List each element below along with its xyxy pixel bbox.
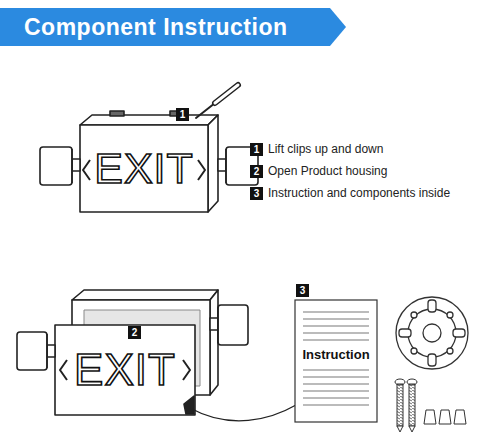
title-text: Component Instruction <box>24 9 287 45</box>
mounting-plate <box>396 297 468 369</box>
exit-sign-open <box>190 405 296 421</box>
mounting-plate <box>411 348 417 354</box>
instruction-booklet <box>303 325 369 327</box>
mounting-plate <box>447 348 453 354</box>
wire-nuts <box>454 410 466 424</box>
instruction-booklet <box>303 390 369 392</box>
instruction-booklet <box>303 318 369 320</box>
exit-sign-closed <box>80 125 208 212</box>
step-text: Instruction and components inside <box>268 186 450 200</box>
screws <box>409 426 415 432</box>
exit-sign-open <box>17 332 47 370</box>
screws <box>395 379 417 432</box>
callout-number: 2 <box>128 326 141 339</box>
mounting-plate <box>447 312 453 318</box>
screws <box>409 384 415 426</box>
callout-number: 2 <box>250 165 263 178</box>
wire-nuts <box>439 410 451 424</box>
exit-panel: EXIT <box>92 128 196 208</box>
callout-number: 3 <box>296 284 309 297</box>
exit-sign-closed <box>71 149 73 183</box>
mounting-plate <box>408 309 456 357</box>
instruction-booklet <box>303 339 369 341</box>
screws <box>397 426 403 432</box>
exit-sign-open <box>217 307 219 343</box>
screwdriver <box>215 85 238 103</box>
instruction-booklet <box>303 397 369 399</box>
step-text: Lift clips up and down <box>268 142 383 156</box>
mounting-plate <box>423 324 441 342</box>
exit-sign-closed <box>40 111 258 212</box>
exit-panel: EXIT <box>70 328 180 412</box>
callout-number: 1 <box>250 143 263 156</box>
exit-sign-open <box>60 360 67 380</box>
screwdriver <box>215 85 238 103</box>
exit-sign-open <box>210 318 218 330</box>
screwdriver <box>196 103 215 118</box>
exit-sign-open <box>46 334 48 368</box>
exit-sign-open <box>17 290 296 421</box>
exit-sign-open <box>183 360 190 380</box>
mounting-plate <box>428 300 436 312</box>
exit-sign-closed <box>40 147 72 185</box>
instruction-booklet <box>303 369 369 371</box>
instruction-booklet <box>303 311 369 313</box>
instruction-booklet <box>295 300 377 422</box>
exit-sign-closed <box>225 149 227 183</box>
title-banner <box>0 8 346 46</box>
wire-nuts <box>424 410 466 424</box>
exit-sign-open <box>210 290 218 395</box>
instruction-booklet <box>295 300 377 422</box>
exit-sign-closed <box>83 160 90 180</box>
exit-sign-open <box>184 396 194 414</box>
screws <box>397 384 403 426</box>
instruction-booklet <box>303 383 369 385</box>
exit-lettering: EXIT <box>94 147 194 190</box>
exit-lettering: EXIT <box>74 348 176 392</box>
mounting-plate <box>453 329 465 337</box>
exit-sign-open <box>218 305 248 345</box>
title-banner <box>0 8 346 46</box>
instruction-booklet <box>303 376 369 378</box>
instruction-booklet <box>303 404 369 406</box>
mounting-plate <box>396 297 468 369</box>
exit-sign-closed <box>198 160 205 180</box>
exit-sign-open <box>72 290 218 300</box>
mounting-plate <box>411 312 417 318</box>
step-text: Open Product housing <box>268 164 387 178</box>
instruction-booklet <box>303 332 369 334</box>
callout-number: 3 <box>250 187 263 200</box>
callout-number: 1 <box>176 108 189 121</box>
mounting-plate <box>428 354 436 366</box>
exit-sign-closed <box>218 159 226 171</box>
booklet-title: Instruction <box>300 346 371 363</box>
wire-nuts <box>424 410 436 424</box>
exit-sign-closed <box>208 115 218 212</box>
exit-sign-open <box>47 345 55 357</box>
screwdriver <box>196 85 238 118</box>
mounting-plate <box>399 329 411 337</box>
instruction-booklet-label: Instruction <box>297 342 375 366</box>
exit-sign-closed <box>110 111 124 116</box>
exit-sign-open <box>55 325 195 415</box>
exit-sign-closed <box>72 159 80 171</box>
